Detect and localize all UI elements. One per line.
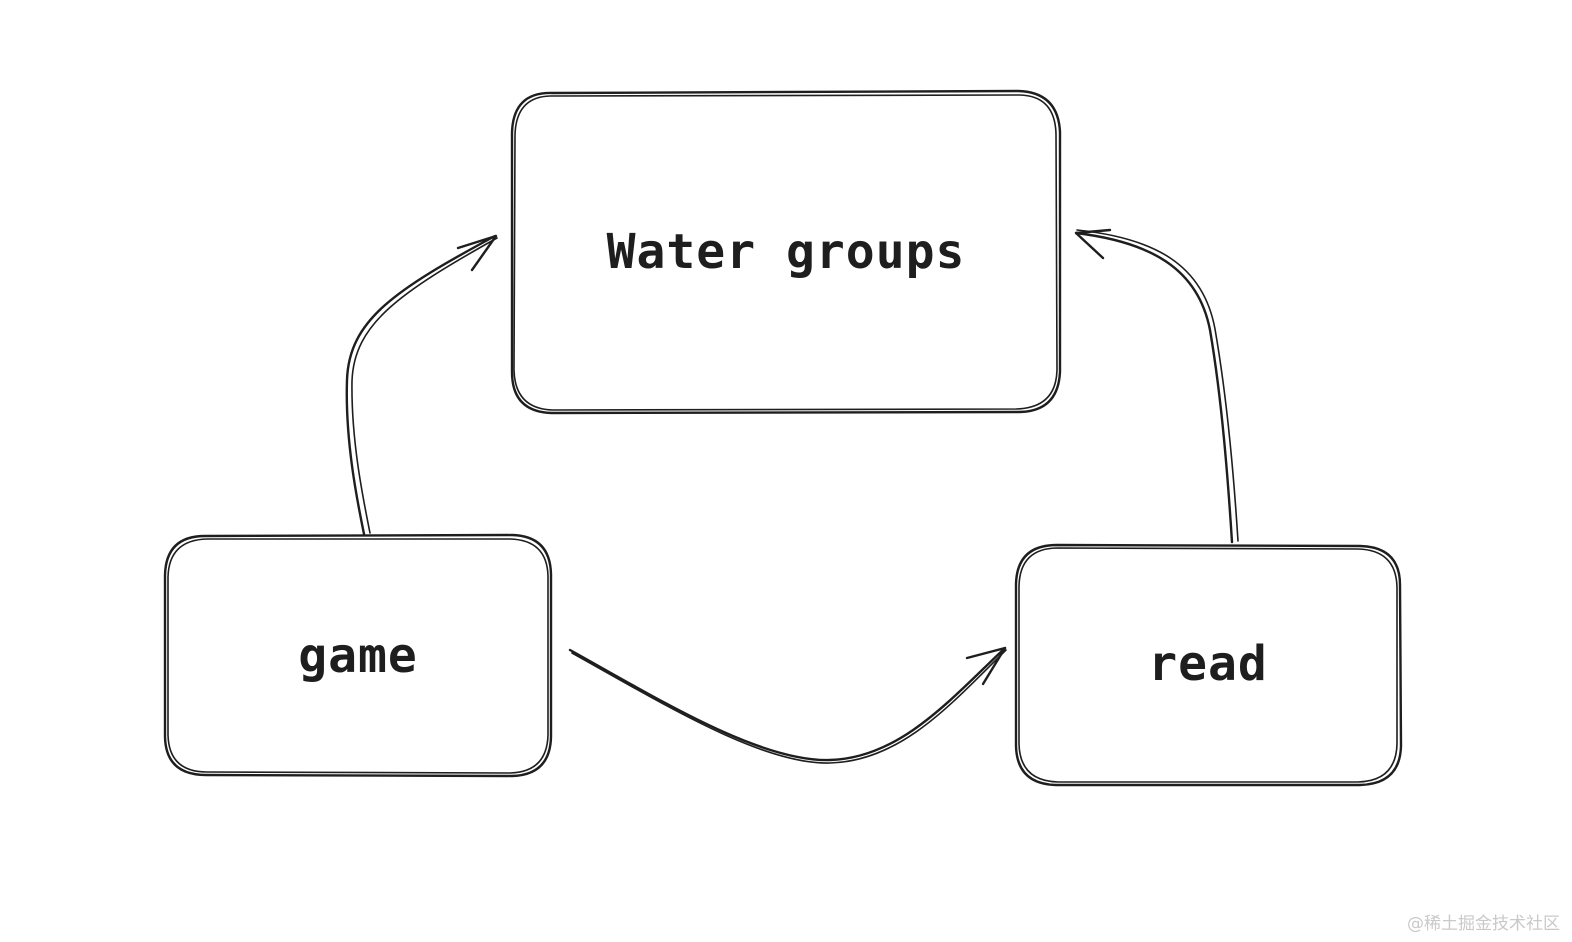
node-label-water-groups: Water groups [607, 224, 966, 280]
edge-game-to-read [568, 646, 1007, 764]
node-label-game: game [298, 628, 418, 684]
arrowhead-icon [965, 646, 1007, 686]
node-read[interactable]: read [1014, 543, 1403, 787]
watermark-text: @稀土掘金技术社区 [1407, 914, 1560, 934]
edge-game-to-water-groups [345, 234, 498, 536]
node-game[interactable]: game [163, 533, 553, 778]
arrowhead-icon [1074, 228, 1112, 260]
node-label-read: read [1148, 636, 1268, 692]
arrowhead-icon [456, 234, 498, 272]
edge-read-to-water-groups [1074, 228, 1239, 544]
node-water-groups[interactable]: Water groups [510, 89, 1062, 415]
